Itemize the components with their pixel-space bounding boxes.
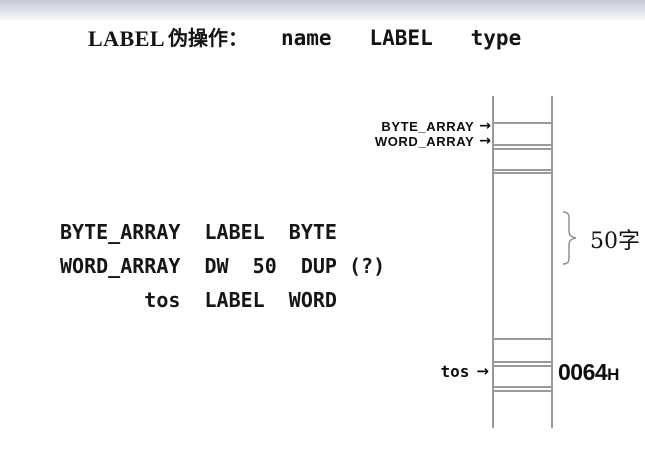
title-syntax: name LABEL type [281, 26, 522, 50]
code-line-byte-array: BYTE_ARRAY LABEL BYTE [60, 220, 337, 244]
header-gradient [0, 0, 645, 22]
address-suffix: H [607, 365, 619, 384]
code-line-word-array: WORD_ARRAY DW 50 DUP (?) [60, 254, 386, 278]
right-arrow-icon: → [479, 118, 491, 134]
memory-cell-divider [494, 144, 551, 146]
pointer-tos-label: tos [440, 362, 470, 381]
memory-cell-divider [494, 148, 551, 150]
pointer-word-array: WORD_ARRAY → [374, 133, 491, 149]
memory-cell-divider [494, 172, 551, 174]
title-chinese-label: 伪操作： [168, 28, 248, 50]
memory-cell-divider [494, 365, 551, 367]
address-value: 0064 [558, 359, 608, 385]
pointer-byte-array: BYTE_ARRAY → [381, 118, 491, 134]
memory-cell-divider [494, 169, 551, 171]
pointer-word-array-label: WORD_ARRAY [374, 134, 475, 149]
memory-cell-divider [494, 122, 551, 124]
memory-cell-divider [494, 386, 551, 388]
memory-column [492, 96, 553, 428]
code-line-tos: tos LABEL WORD [60, 288, 337, 312]
pointer-byte-array-label: BYTE_ARRAY [381, 119, 475, 134]
memory-cell-divider [494, 361, 551, 363]
brace-icon [562, 211, 577, 265]
right-arrow-icon: → [476, 362, 489, 380]
right-arrow-icon: → [479, 133, 491, 149]
title-keyword: LABEL [88, 26, 166, 51]
word-count-label: 50字 [590, 229, 640, 254]
code-block: BYTE_ARRAY LABEL BYTE WORD_ARRAY DW 50 DU… [60, 215, 385, 317]
memory-cell-divider [494, 338, 551, 340]
address-label: 0064H [558, 359, 619, 388]
memory-cell-divider [494, 390, 551, 392]
pointer-tos: tos → [440, 362, 489, 381]
